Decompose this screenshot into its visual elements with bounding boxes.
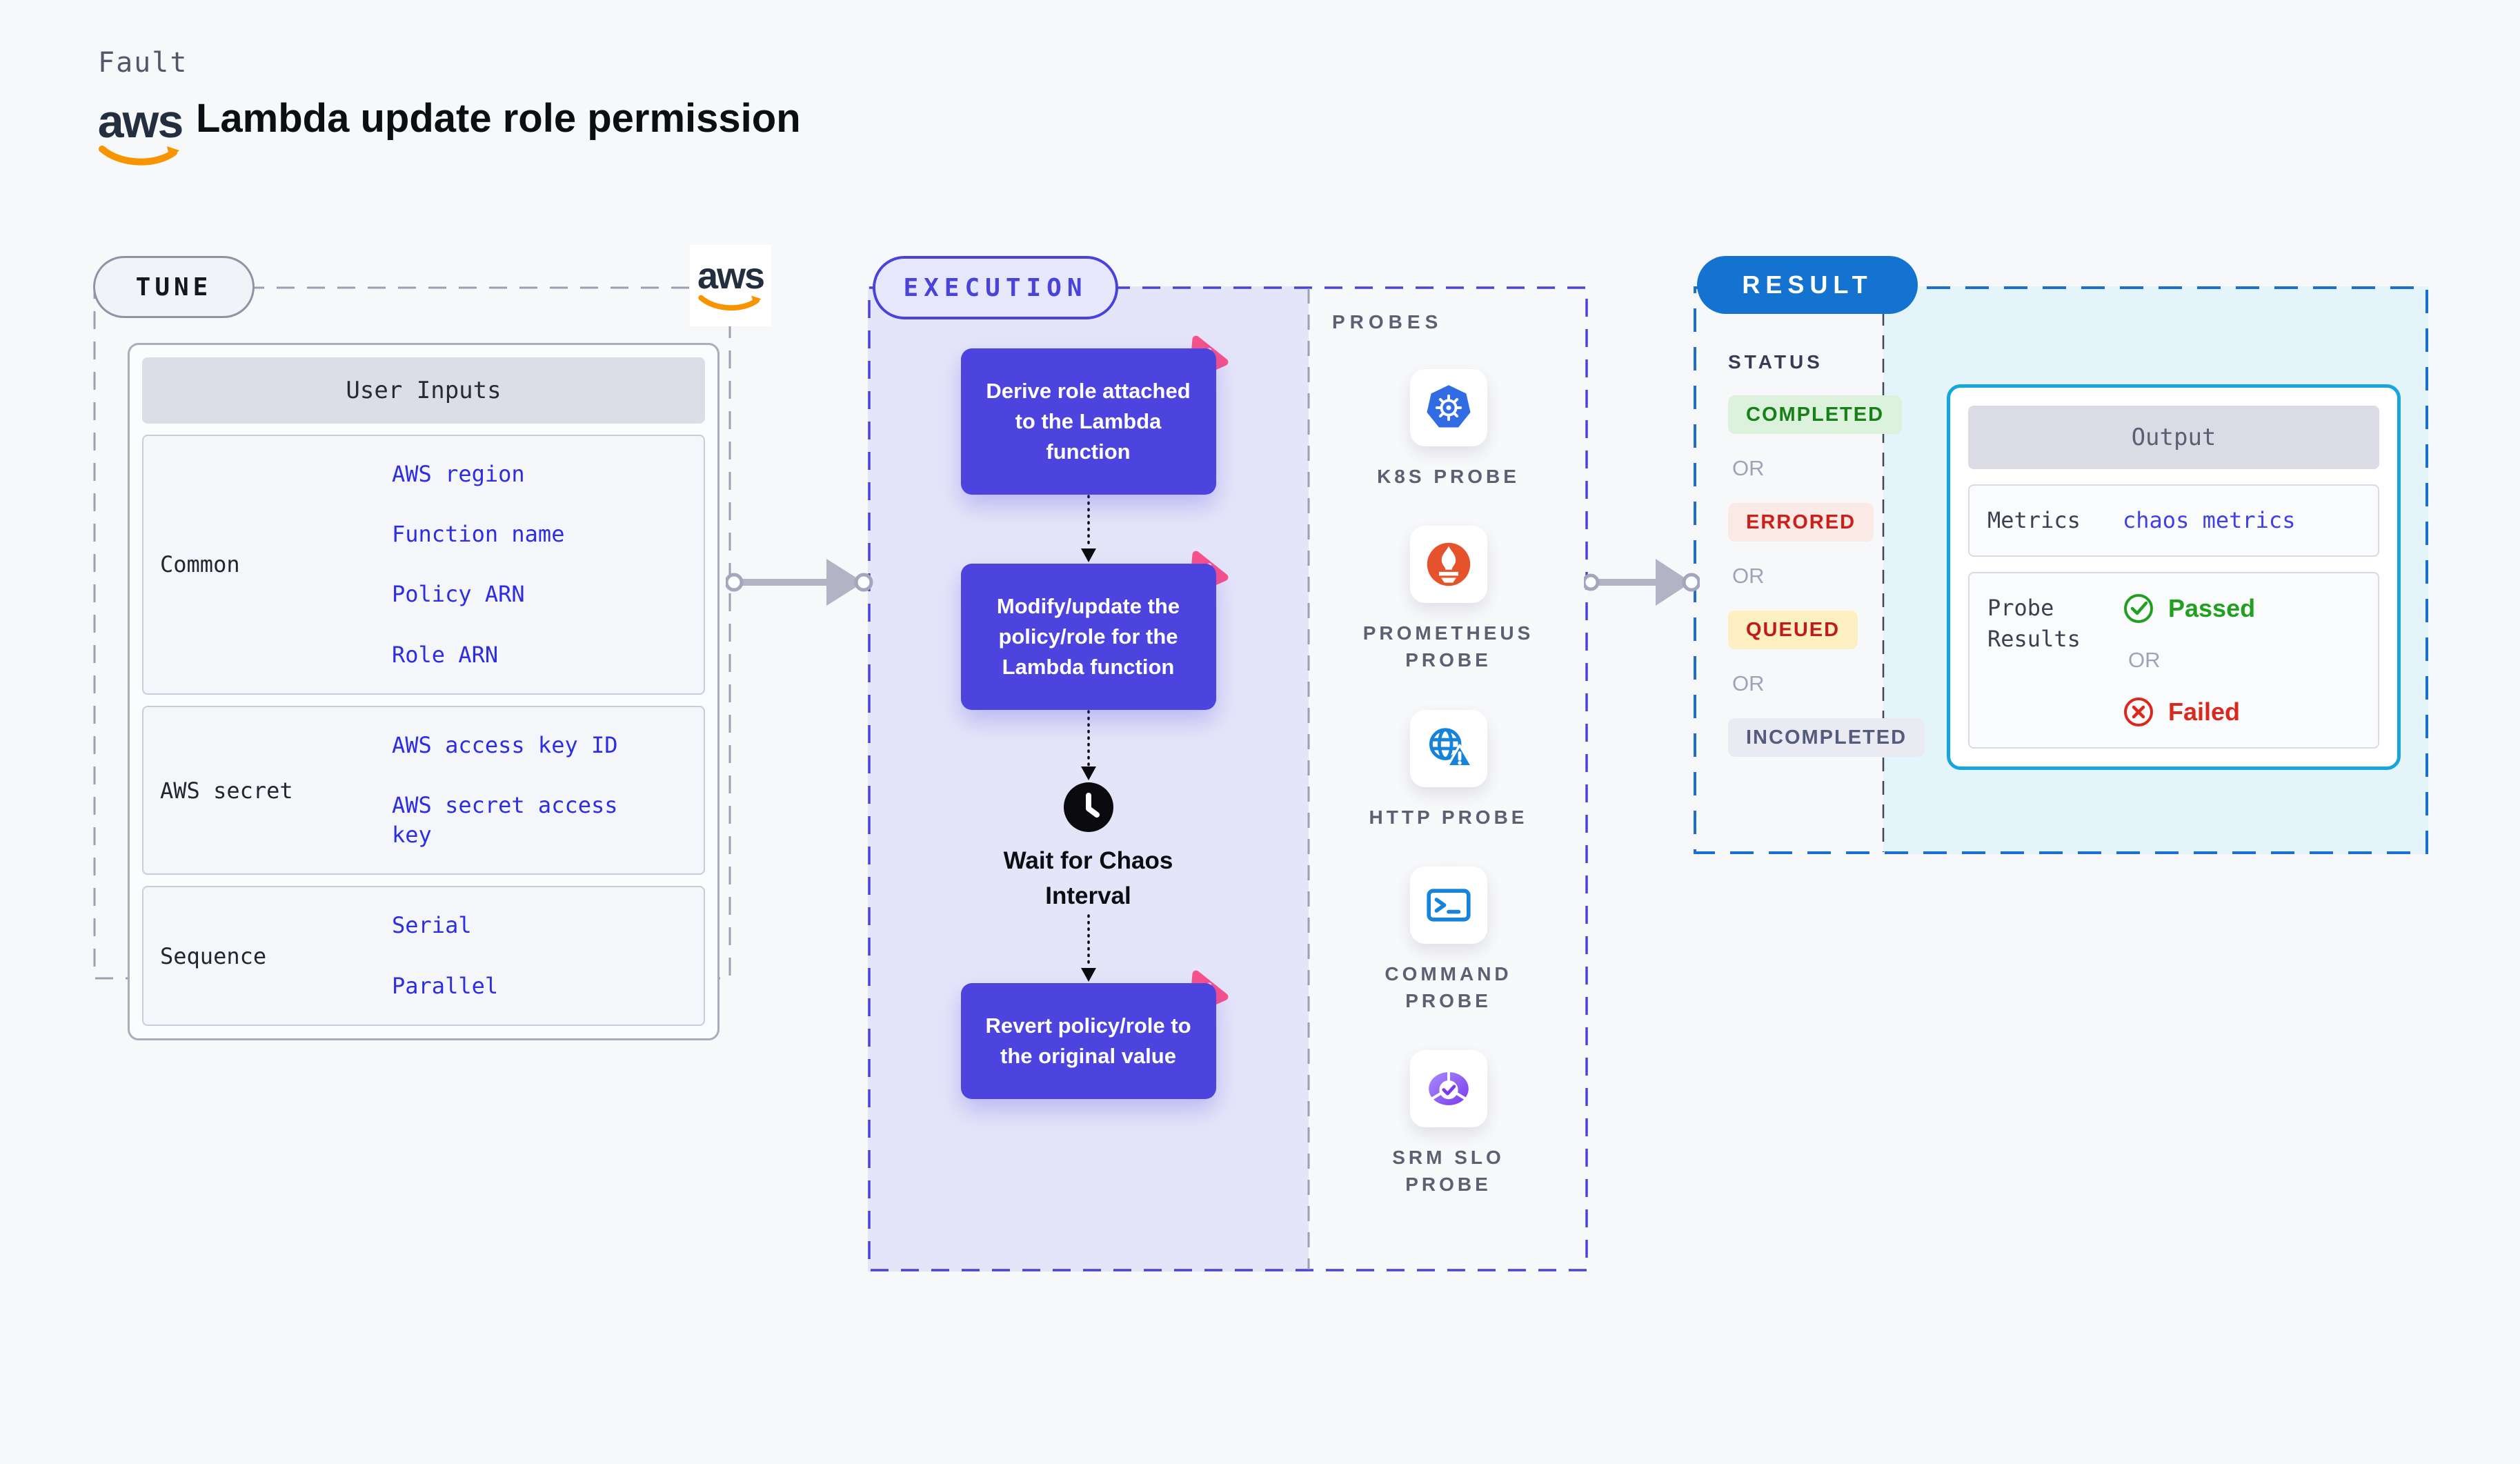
aws-logo: aws (95, 98, 185, 173)
status-badge-completed: COMPLETED (1728, 395, 1903, 434)
link-aws-region[interactable]: AWS region (392, 461, 525, 487)
probe-item-prometheus: PROMETHEUS PROBE (1362, 526, 1535, 673)
probe-name: HTTP PROBE (1369, 806, 1528, 828)
probe-name: K8S PROBE (1377, 466, 1520, 487)
wait-for-chaos-label: Wait for Chaos Interval (1003, 847, 1173, 909)
fault-kicker: Fault (98, 47, 188, 79)
failed-x-icon (2124, 697, 2153, 726)
status-column: STATUS COMPLETED OR ERRORED OR QUEUED OR… (1694, 286, 1925, 757)
slo-donut-check-icon (1428, 1071, 1469, 1106)
execution-badge: EXECUTION (873, 256, 1118, 319)
step-node-derive-role: Derive role attached to the Lambda funct… (960, 335, 1228, 495)
probe-item-command: COMMAND PROBE (1362, 866, 1535, 1014)
aws-corner-text: aws (697, 255, 765, 297)
link-aws-access-key-id[interactable]: AWS access key ID (392, 731, 618, 758)
probe-card (1409, 1050, 1487, 1128)
probe-results-values: Passed OR Failed (2123, 593, 2255, 728)
flow-connector-arrow (1080, 495, 1096, 563)
tune-section: TUNE aws User Inputs Common AWS region F… (93, 245, 771, 1040)
passed-label: Passed (2168, 593, 2256, 622)
status-badge-incompleted: INCOMPLETED (1728, 718, 1925, 757)
aws-corner-logo: aws (690, 245, 771, 326)
table-row-aws-secret: AWS secret AWS access key ID AWS secret … (142, 705, 705, 876)
step-label: Modify/update the policy/role for the La… (960, 564, 1216, 711)
output-header: Output (1968, 406, 2379, 469)
user-inputs-header: User Inputs (142, 357, 705, 424)
flow-connector-arrow (1080, 913, 1096, 982)
probe-results-row: Probe Results Passed OR (1968, 571, 2379, 749)
probe-item-http: HTTP PROBE (1362, 709, 1535, 831)
probe-result-failed: Failed (2123, 696, 2255, 728)
step-node-revert-policy: Revert policy/role to the original value (960, 970, 1228, 1099)
probe-item-srm-slo: SRM SLO PROBE (1362, 1050, 1535, 1198)
probe-card (1409, 866, 1487, 944)
link-function-name[interactable]: Function name (392, 521, 565, 548)
result-section: RESULT STATUS COMPLETED OR ERRORED OR QU… (1694, 256, 2428, 854)
failed-label: Failed (2168, 697, 2241, 726)
probe-item-k8s: K8S PROBE (1362, 369, 1535, 490)
row-links: Serial Parallel (392, 911, 498, 1000)
tune-to-execution-arrow (726, 559, 873, 606)
or-separator: OR (2128, 647, 2161, 672)
link-aws-secret-access-key[interactable]: AWS secret access key (392, 791, 618, 849)
table-row-sequence: Sequence Serial Parallel (142, 886, 705, 1026)
step-label: Derive role attached to the Lambda funct… (960, 348, 1216, 495)
http-globe-warning-icon (1429, 727, 1473, 767)
link-serial[interactable]: Serial (392, 912, 472, 939)
flow-connector-arrow (1080, 710, 1096, 781)
passed-check-icon (2124, 593, 2153, 623)
or-separator: OR (1732, 456, 1765, 480)
row-label: Common (160, 551, 240, 578)
probes-title: PROBES (1332, 311, 1443, 333)
page-title: Lambda update role permission (196, 96, 801, 141)
execution-flow: Derive role attached to the Lambda funct… (868, 286, 1309, 1099)
status-title: STATUS (1728, 351, 1823, 373)
execution-section: EXECUTION Derive role attached to the La… (868, 256, 1588, 1272)
probe-results-label: Probe Results (1987, 594, 2081, 652)
link-role-arn[interactable]: Role ARN (392, 641, 499, 668)
result-badge: RESULT (1697, 256, 1918, 314)
aws-smile-icon (698, 295, 762, 311)
probe-name: PROMETHEUS PROBE (1362, 622, 1534, 671)
table-row-common: Common AWS region Function name Policy A… (142, 435, 705, 695)
link-parallel[interactable]: Parallel (392, 972, 499, 999)
probe-card (1409, 709, 1487, 787)
terminal-icon (1426, 889, 1471, 922)
metrics-label: Metrics (1987, 507, 2081, 533)
probes-list: PROBES K8S PROBE (1309, 286, 1588, 1198)
chaos-metrics-link[interactable]: chaos metrics (2123, 507, 2296, 534)
status-badge-errored: ERRORED (1728, 503, 1874, 542)
prometheus-icon (1427, 542, 1470, 586)
step-label: Revert policy/role to the original value (960, 982, 1216, 1099)
row-label: Sequence (160, 942, 267, 969)
tune-badge: TUNE (93, 256, 255, 318)
row-links: AWS access key ID AWS secret access key (392, 731, 640, 851)
or-separator: OR (1732, 671, 1765, 695)
execution-to-result-arrow (1584, 559, 1700, 606)
probe-card (1409, 526, 1487, 604)
probe-name: COMMAND PROBE (1385, 962, 1512, 1011)
status-badge-queued: QUEUED (1728, 611, 1858, 649)
or-separator: OR (1732, 564, 1765, 588)
metrics-row: Metrics chaos metrics (1968, 484, 2379, 557)
link-policy-arn[interactable]: Policy ARN (392, 581, 525, 608)
kubernetes-icon (1426, 385, 1471, 428)
probe-card (1409, 369, 1487, 446)
aws-logo-text: aws (97, 95, 184, 148)
probe-name: SRM SLO PROBE (1392, 1147, 1505, 1196)
output-card: Output Metrics chaos metrics Probe Resul… (1947, 384, 2401, 770)
probe-result-passed: Passed (2123, 593, 2255, 624)
row-label: AWS secret (160, 777, 293, 804)
aws-smile-icon (99, 146, 179, 166)
user-inputs-card: User Inputs Common AWS region Function n… (128, 343, 720, 1040)
clock-icon (1063, 782, 1113, 833)
step-node-modify-policy: Modify/update the policy/role for the La… (960, 551, 1228, 711)
row-links: AWS region Function name Policy ARN Role… (392, 459, 564, 670)
